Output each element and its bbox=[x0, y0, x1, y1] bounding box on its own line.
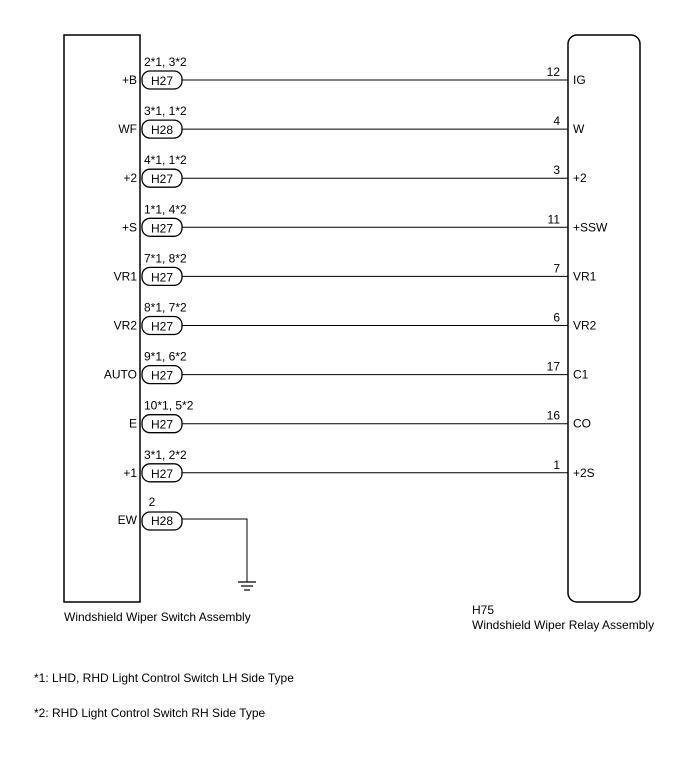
left-pin-label: +1 bbox=[123, 466, 137, 480]
wiper-relay-assembly-box bbox=[567, 34, 641, 603]
pin-numbers-label: 7*1, 8*2 bbox=[144, 251, 187, 265]
left-pin-label: VR2 bbox=[114, 319, 138, 333]
wiper-switch-assembly-box bbox=[63, 34, 141, 603]
right-component-code: H75 bbox=[472, 603, 494, 617]
right-pin-label: VR2 bbox=[573, 319, 597, 333]
right-pin-number: 16 bbox=[547, 409, 561, 423]
right-pin-number: 1 bbox=[553, 458, 560, 472]
right-pin-number: 17 bbox=[547, 360, 561, 374]
right-pin-number: 3 bbox=[553, 163, 560, 177]
right-pin-number: 11 bbox=[548, 212, 561, 226]
left-pin-label: +2 bbox=[123, 171, 137, 185]
connector-capsule bbox=[141, 217, 183, 237]
connector-capsule bbox=[141, 364, 183, 385]
left-pin-label: +B bbox=[122, 73, 137, 87]
right-pin-label: +2 bbox=[573, 171, 587, 185]
left-pin-label: AUTO bbox=[104, 368, 137, 382]
ground-pins-label: 2 bbox=[149, 495, 156, 509]
connector-label: H27 bbox=[151, 74, 173, 88]
connector-label: H27 bbox=[151, 369, 173, 383]
ground-connector-capsule bbox=[141, 511, 183, 531]
right-pin-number: 12 bbox=[547, 65, 561, 79]
left-pin-label: VR1 bbox=[114, 269, 138, 283]
connector-label: H27 bbox=[151, 172, 173, 186]
pin-numbers-label: 3*1, 1*2 bbox=[144, 104, 187, 118]
ground-wire bbox=[182, 518, 248, 582]
right-pin-label: W bbox=[573, 122, 585, 136]
right-pin-label: CO bbox=[573, 417, 591, 431]
connector-label: H27 bbox=[151, 221, 173, 235]
connector-label: H27 bbox=[151, 270, 173, 284]
ground-connection: EW 2 H28 bbox=[118, 495, 256, 591]
left-pin-label: +S bbox=[122, 220, 137, 234]
pin-numbers-label: 2*1, 3*2 bbox=[144, 55, 187, 69]
connector-label: H27 bbox=[151, 467, 173, 481]
footnote-2: *2: RHD Light Control Switch RH Side Typ… bbox=[34, 706, 266, 720]
right-pin-label: +SSW bbox=[573, 220, 608, 234]
footnote-1: *1: LHD, RHD Light Control Switch LH Sid… bbox=[34, 671, 294, 685]
left-component-name: Windshield Wiper Switch Assembly bbox=[64, 610, 251, 624]
pin-numbers-label: 3*1, 2*2 bbox=[144, 448, 187, 462]
connector-capsule bbox=[141, 70, 183, 90]
connector-capsule bbox=[141, 119, 183, 139]
right-pin-label: C1 bbox=[573, 368, 589, 382]
connector-capsule bbox=[141, 168, 183, 188]
right-pin-number: 4 bbox=[553, 114, 560, 128]
connector-capsule bbox=[141, 463, 183, 483]
right-pin-number: 6 bbox=[553, 311, 560, 325]
right-pin-label: +2S bbox=[573, 466, 595, 480]
right-pin-label: VR1 bbox=[573, 269, 597, 283]
right-component-name: Windshield Wiper Relay Assembly bbox=[472, 618, 654, 632]
ground-left-label: EW bbox=[118, 513, 138, 527]
pin-numbers-label: 9*1, 6*2 bbox=[144, 350, 187, 364]
connector-label: H28 bbox=[151, 123, 173, 137]
connector-label: H27 bbox=[151, 320, 173, 334]
connector-capsule bbox=[141, 414, 183, 434]
ground-icon bbox=[238, 581, 256, 591]
connector-label: H27 bbox=[151, 418, 173, 432]
left-pin-label: E bbox=[129, 417, 137, 431]
pin-numbers-label: 4*1, 1*2 bbox=[144, 153, 187, 167]
connector-capsule bbox=[141, 266, 183, 287]
ground-connector-label: H28 bbox=[151, 514, 173, 528]
pin-numbers-label: 8*1, 7*2 bbox=[144, 301, 187, 315]
pin-numbers-label: 1*1, 4*2 bbox=[144, 202, 187, 216]
right-pin-number: 7 bbox=[553, 261, 560, 275]
pin-numbers-label: 10*1, 5*2 bbox=[144, 399, 194, 413]
right-pin-label: IG bbox=[573, 73, 586, 87]
connector-capsule bbox=[141, 315, 183, 336]
left-pin-label: WF bbox=[118, 122, 137, 136]
